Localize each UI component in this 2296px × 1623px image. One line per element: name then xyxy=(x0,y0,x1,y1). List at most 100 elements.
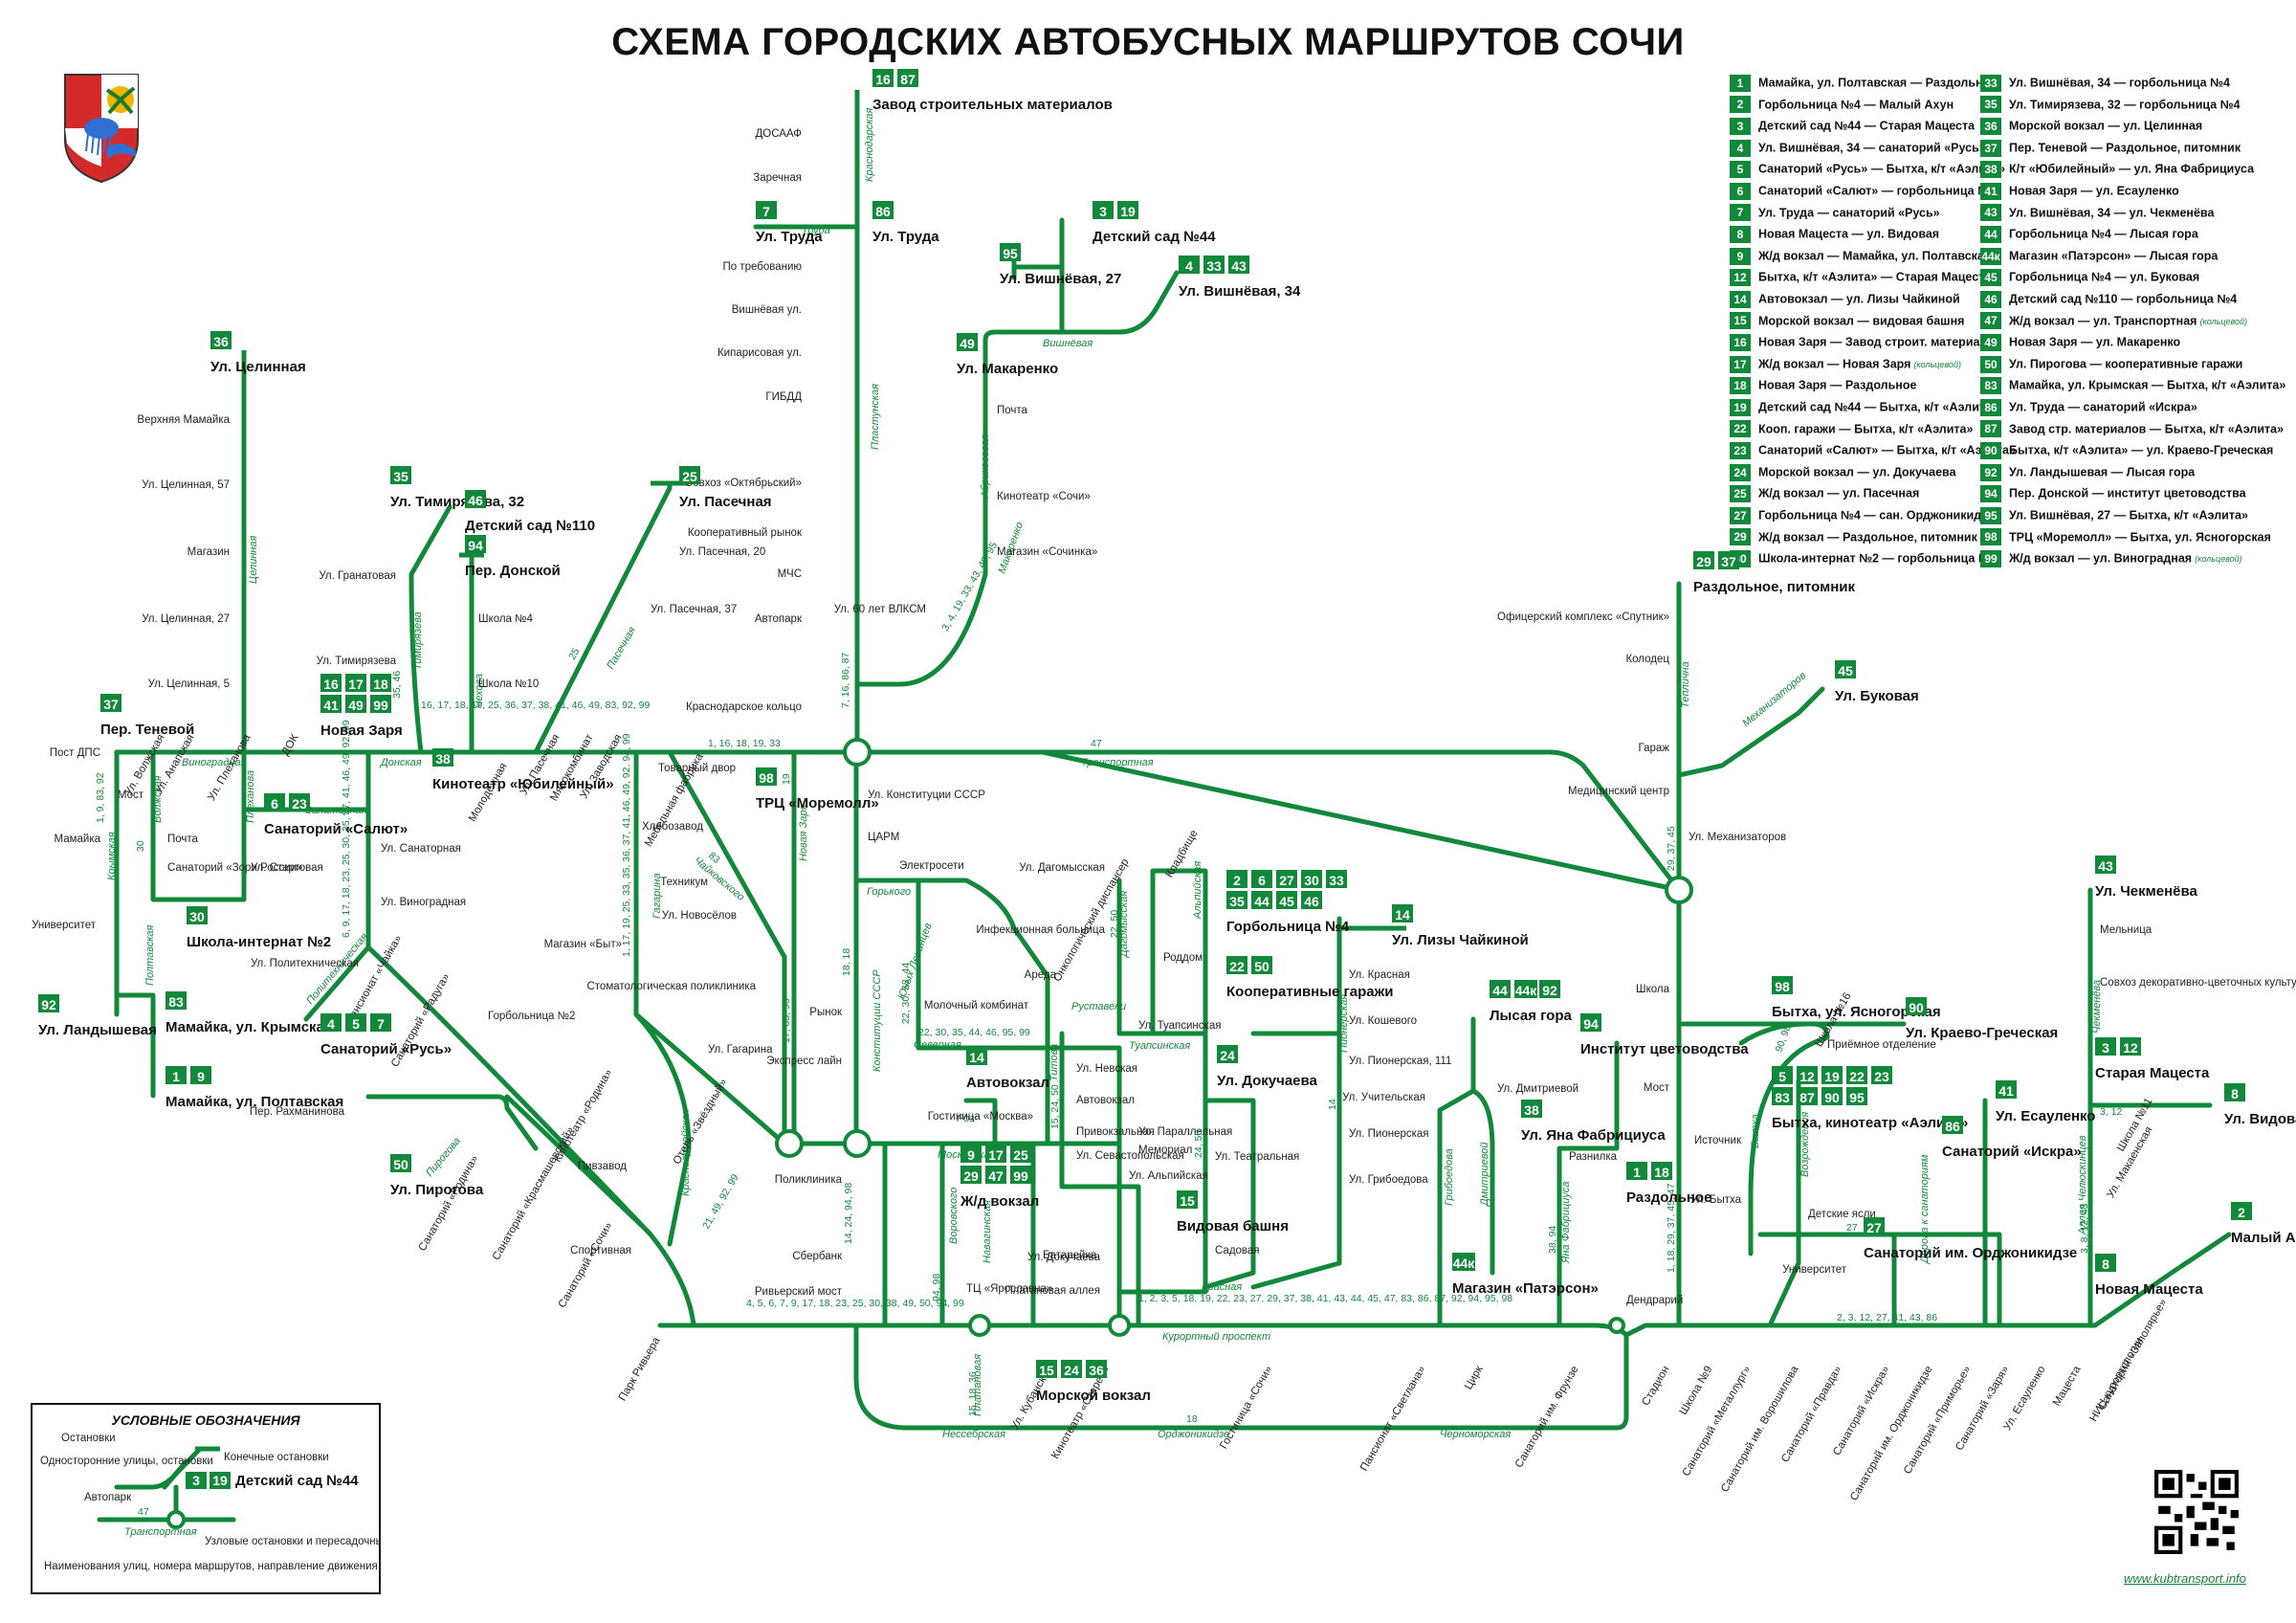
legend-route-number: 18 xyxy=(1730,377,1751,395)
stop-label: Ул. Пионерская, 111 xyxy=(1349,1056,1451,1067)
stop-label: Ареда xyxy=(1025,969,1057,981)
route-label-voro: 94, 98 xyxy=(931,1274,942,1301)
svg-text:44: 44 xyxy=(1254,894,1269,909)
stop-label: Ул. Тимирязева xyxy=(317,656,397,667)
legend-route-note: (кольцевой) xyxy=(2199,316,2248,326)
route-number-box: 35 xyxy=(1226,891,1247,909)
route-number-box: 22 xyxy=(1226,956,1247,974)
legend-route-number: 45 xyxy=(1980,269,2001,287)
svg-text:37: 37 xyxy=(103,697,119,712)
route-number-box: 17 xyxy=(345,674,366,692)
svg-text:6: 6 xyxy=(1258,873,1266,888)
street-label: Дорога к санаториям xyxy=(1919,1154,1931,1265)
route-number-box: 12 xyxy=(2120,1037,2141,1056)
route-label-gagarina: 1, 17, 19, 25, 33, 35, 36, 37, 41, 46, 4… xyxy=(621,733,632,957)
street-label: Пирогова xyxy=(424,1135,463,1179)
terminal-name: Школа-интернат №2 xyxy=(187,934,331,950)
stop-label: Ул. Учительская xyxy=(1342,1092,1425,1103)
legend-route-text: Ул. Вишнёвая, 27 — Бытха, к/т «Аэлита» xyxy=(2009,508,2248,522)
qr-code-icon[interactable] xyxy=(2154,1470,2239,1554)
svg-text:45: 45 xyxy=(1838,663,1853,678)
terminal-1: 7Ул. Труда xyxy=(756,201,823,245)
route-label-trunk_top: 7, 16, 86, 87 xyxy=(840,652,851,708)
street-label: Пионерская xyxy=(1338,994,1350,1053)
stop-label: Сбербанк xyxy=(792,1251,843,1262)
legend-route-number: 27 xyxy=(1730,506,1751,524)
terminal-name: Кооперативные гаражи xyxy=(1226,984,1394,1000)
svg-text:41: 41 xyxy=(1998,1083,2014,1099)
stop-label: Пост ДПС xyxy=(50,747,100,759)
stop-label: Университет xyxy=(32,920,97,931)
route-number-box: 8 xyxy=(2095,1254,2116,1272)
terminal-name: Ул. Пасечная xyxy=(679,494,772,510)
legend-route-text: Ж/д вокзал — ул. Виноградная xyxy=(2009,551,2193,566)
legend-route-number: 86 xyxy=(1980,398,2001,416)
svg-text:30: 30 xyxy=(1304,873,1319,888)
street-label: Платановая xyxy=(972,1354,983,1416)
svg-text:36: 36 xyxy=(213,334,229,349)
svg-text:14: 14 xyxy=(1395,907,1410,923)
route-label-yubileyny_north: 35, 46 xyxy=(391,671,403,699)
terminal-46: 8Ул. Видовая xyxy=(2224,1083,2296,1127)
svg-text:99: 99 xyxy=(373,698,388,713)
stop-label: Совхоз декоративно-цветочных культур xyxy=(2100,977,2296,989)
route-number-box: 44к xyxy=(1452,1253,1475,1271)
stop-label: Источник xyxy=(1694,1135,1742,1146)
street-label: Возрождения xyxy=(1799,1112,1811,1177)
street-label: Донская xyxy=(379,757,422,768)
terminal-name: Бытха, ул. Ясногорская xyxy=(1772,1004,1941,1020)
terminal-name: Санаторий «Русь» xyxy=(320,1041,452,1057)
legend-route-text: Морской вокзал — ул. Целинная xyxy=(2009,119,2203,133)
svg-text:44: 44 xyxy=(1492,983,1508,998)
svg-text:95: 95 xyxy=(1849,1090,1865,1105)
route-line-timiryazeva xyxy=(408,504,453,755)
stop-label: НИЦ курортологии xyxy=(2087,1336,2145,1424)
legend-route-text: Ул. Вишнёвая, 34 — горбольница №4 xyxy=(2009,76,2230,90)
stop-label: Магазин xyxy=(188,546,230,558)
svg-text:99: 99 xyxy=(1013,1168,1028,1184)
stop-label: Колодец xyxy=(1625,654,1669,665)
website-link[interactable]: www.kubtransport.info xyxy=(2124,1571,2246,1586)
route-number-box: 2 xyxy=(2231,1202,2252,1220)
svg-text:16: 16 xyxy=(875,72,891,87)
stop-label: Мамайка xyxy=(54,834,100,845)
stop-label: Гараж xyxy=(1639,743,1670,754)
svg-text:3: 3 xyxy=(192,1473,200,1488)
street-label: Туапсинская xyxy=(1129,1040,1190,1052)
terminal-name: Бытха, кинотеатр «Аэлита» xyxy=(1772,1115,1968,1131)
svg-text:4: 4 xyxy=(1185,258,1193,274)
route-number-box: 37 xyxy=(1718,551,1739,569)
key-transfer: Узловые остановки и пересадочные пункты … xyxy=(205,1536,379,1547)
svg-text:7: 7 xyxy=(762,204,770,219)
svg-text:83: 83 xyxy=(1775,1090,1790,1105)
street-label: Яна Фабрициуса xyxy=(1560,1181,1572,1264)
route-number-box: 43 xyxy=(2095,856,2116,874)
svg-text:38: 38 xyxy=(435,751,451,767)
route-number-box: 23 xyxy=(1871,1066,1892,1084)
legend-route-text: Автовокзал — ул. Лизы Чайкиной xyxy=(1758,292,1960,306)
stop-label: Ул. Политехническая xyxy=(251,958,359,969)
terminal-name: Ул. Краево-Греческая xyxy=(1906,1025,2058,1041)
terminal-name: Пер. Донской xyxy=(465,563,561,579)
street-label: Транспортная xyxy=(1081,757,1154,768)
terminal-name: Завод строительных материалов xyxy=(872,97,1113,113)
route-label-novaya_zarya_s: 17, 83, 98 xyxy=(781,998,792,1043)
stop-label: Почта xyxy=(167,834,199,845)
route-line-ordzh xyxy=(1757,1232,2002,1328)
route-number-box: 9 xyxy=(960,1145,982,1163)
